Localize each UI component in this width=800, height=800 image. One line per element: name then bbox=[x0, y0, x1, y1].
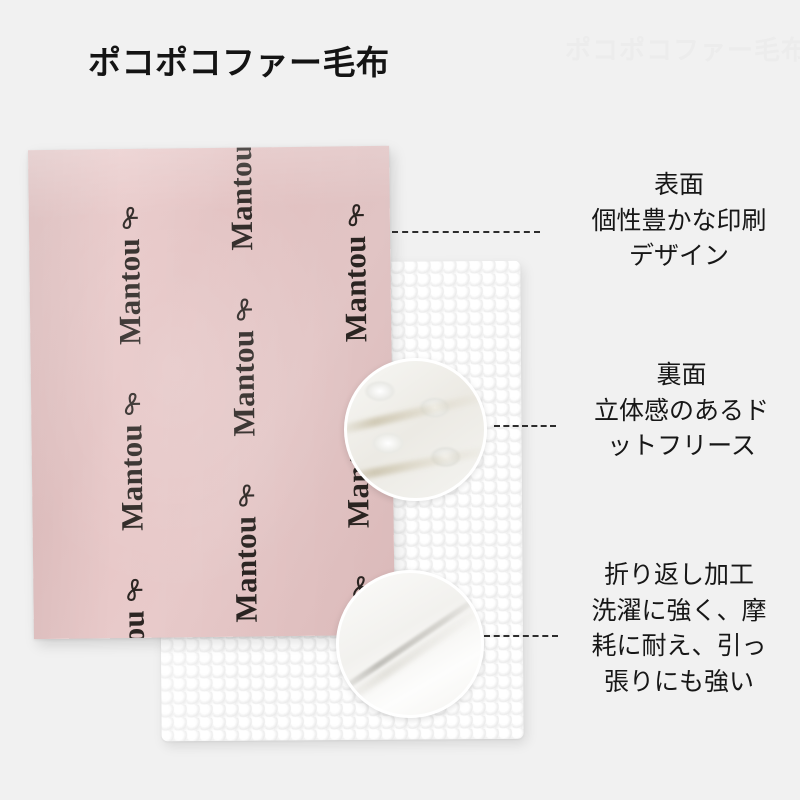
annotation-line: 立体感のあるド bbox=[593, 396, 769, 425]
bow-icon bbox=[348, 204, 364, 227]
mantou-print-label: Mantou bbox=[336, 235, 373, 343]
bow-icon bbox=[122, 206, 138, 230]
print-cell: Mantou bbox=[71, 181, 186, 368]
annotation-heading: 裏面 bbox=[656, 361, 707, 389]
annotation-line: デザイン bbox=[628, 242, 729, 270]
page-title: ポコポコファー毛布 bbox=[88, 44, 390, 81]
print-cell: Mantou bbox=[74, 367, 189, 554]
leader-line-hem bbox=[484, 635, 558, 637]
mantou-print-pattern: Mantou Mantou Mantou bbox=[28, 146, 395, 639]
mantou-print-label: Mantou bbox=[112, 423, 150, 532]
annotation-heading: 表面 bbox=[653, 171, 704, 199]
annotation-hem: 折り返し加工 洗濯に強く、摩 耗に耐え、引っ 張りにも強い bbox=[563, 558, 795, 700]
mantou-print-label: Mantou bbox=[222, 145, 259, 251]
mantou-print-label: Mantou bbox=[28, 518, 38, 626]
leader-line-reverse bbox=[494, 425, 556, 427]
leader-line-surface bbox=[392, 231, 540, 233]
print-cell: Mantou bbox=[76, 553, 191, 639]
mantou-print-label: Mantou bbox=[227, 515, 264, 623]
annotation-heading: 折り返し加工 bbox=[603, 561, 754, 589]
mantou-print-label: Mantou bbox=[28, 332, 36, 440]
annotation-line: 個性豊かな印刷 bbox=[591, 206, 767, 235]
hem-seam-closeup bbox=[336, 570, 484, 718]
bow-icon bbox=[28, 485, 29, 511]
print-cell: Mantou bbox=[28, 462, 77, 640]
print-cell: Mantou bbox=[28, 146, 73, 277]
dot-fleece-closeup bbox=[344, 358, 487, 501]
annotation-reverse: 裏面 立体感のあるド ットフリース bbox=[563, 358, 800, 465]
bow-icon bbox=[126, 578, 142, 602]
bow-icon bbox=[238, 484, 254, 507]
annotation-line: 洗濯に強く、摩 bbox=[591, 596, 767, 625]
print-cell: Mantou bbox=[297, 179, 395, 366]
annotation-line: 張りにも強い bbox=[603, 667, 754, 696]
bow-icon bbox=[124, 392, 140, 416]
print-cell: Mantou bbox=[186, 273, 301, 460]
mantou-print-label: Mantou bbox=[224, 329, 262, 437]
mantou-print-label: Mantou bbox=[115, 610, 152, 639]
print-cell: Mantou bbox=[188, 459, 303, 639]
annotation-surface: 表面 個性豊かな印刷 デザイン bbox=[563, 168, 795, 275]
watermark-text: ポコポコファー毛布 bbox=[565, 35, 800, 65]
mantou-print-label: Mantou bbox=[28, 146, 33, 254]
bow-icon bbox=[236, 298, 252, 321]
mantou-print-label: Mantou bbox=[110, 237, 147, 346]
print-cell: Mantou bbox=[28, 276, 75, 463]
annotation-line: 耗に耐え、引っ bbox=[591, 632, 767, 660]
pink-printed-blanket: Mantou Mantou Mantou bbox=[28, 145, 395, 640]
annotation-line: ットフリース bbox=[607, 432, 756, 460]
print-cell: Mantou bbox=[183, 146, 298, 274]
